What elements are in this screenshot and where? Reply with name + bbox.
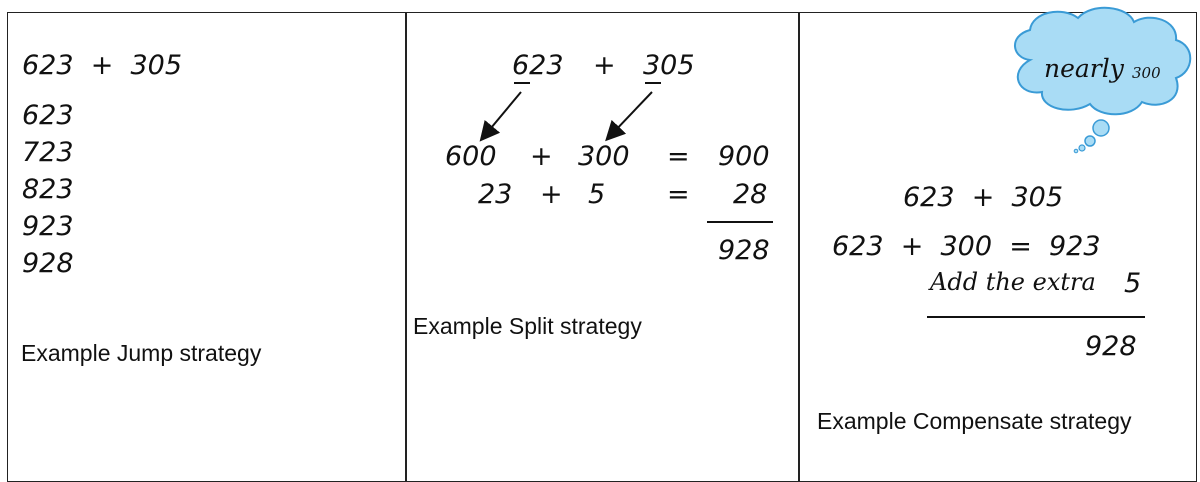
split-arrow-right [605, 91, 653, 142]
split-caption: Example Split strategy [413, 313, 642, 339]
split-line1-b: 300 [578, 141, 630, 172]
split-line1-op: + [530, 141, 553, 172]
sum-line [707, 221, 773, 223]
split-total: 928 [718, 235, 770, 266]
compensate-problem: 623 + 305 [903, 182, 1064, 213]
column-divider [798, 12, 800, 482]
thought-bubble-medium [1084, 135, 1096, 147]
split-line2-op: + [540, 179, 563, 210]
split-line1-eq: = [667, 141, 690, 172]
compensate-note-number: 5 [1124, 268, 1142, 299]
compensate-overlay [1014, 6, 1192, 154]
split-problem-op: + [593, 50, 616, 81]
thought-bubble-tiny [1073, 148, 1079, 154]
jump-step: 928 [22, 248, 74, 279]
thought-cloud [1014, 6, 1192, 116]
thought-bubble-small [1078, 144, 1086, 152]
jump-problem: 623 + 305 [22, 50, 183, 81]
split-line1-a: 600 [445, 141, 497, 172]
jump-step: 623 [22, 100, 74, 131]
compensate-note-text: Add the extra [930, 268, 1096, 296]
compensate-line1: 623 + 300 = 923 [832, 231, 1101, 262]
split-line1-result: 900 [718, 141, 770, 172]
split-line2-b: 5 [588, 179, 606, 210]
split-arrow-left [479, 91, 522, 142]
jump-step: 823 [22, 174, 74, 205]
jump-step: 923 [22, 211, 74, 242]
column-divider [405, 12, 407, 482]
compensate-total: 928 [1085, 331, 1137, 362]
jump-step: 723 [22, 137, 74, 168]
split-problem-a: 623 [512, 50, 564, 81]
split-line2-a: 23 [478, 179, 513, 210]
thought-bubble-large [1092, 119, 1110, 137]
split-arrows [479, 82, 661, 142]
split-line2-result: 28 [733, 179, 768, 210]
jump-caption: Example Jump strategy [21, 340, 262, 366]
cloud-number: 300 [1132, 64, 1161, 82]
cloud-text: nearly [1044, 54, 1124, 83]
split-problem-b: 305 [643, 50, 695, 81]
compensate-caption: Example Compensate strategy [817, 408, 1132, 434]
sum-line [927, 316, 1145, 318]
split-line2-eq: = [667, 179, 690, 210]
